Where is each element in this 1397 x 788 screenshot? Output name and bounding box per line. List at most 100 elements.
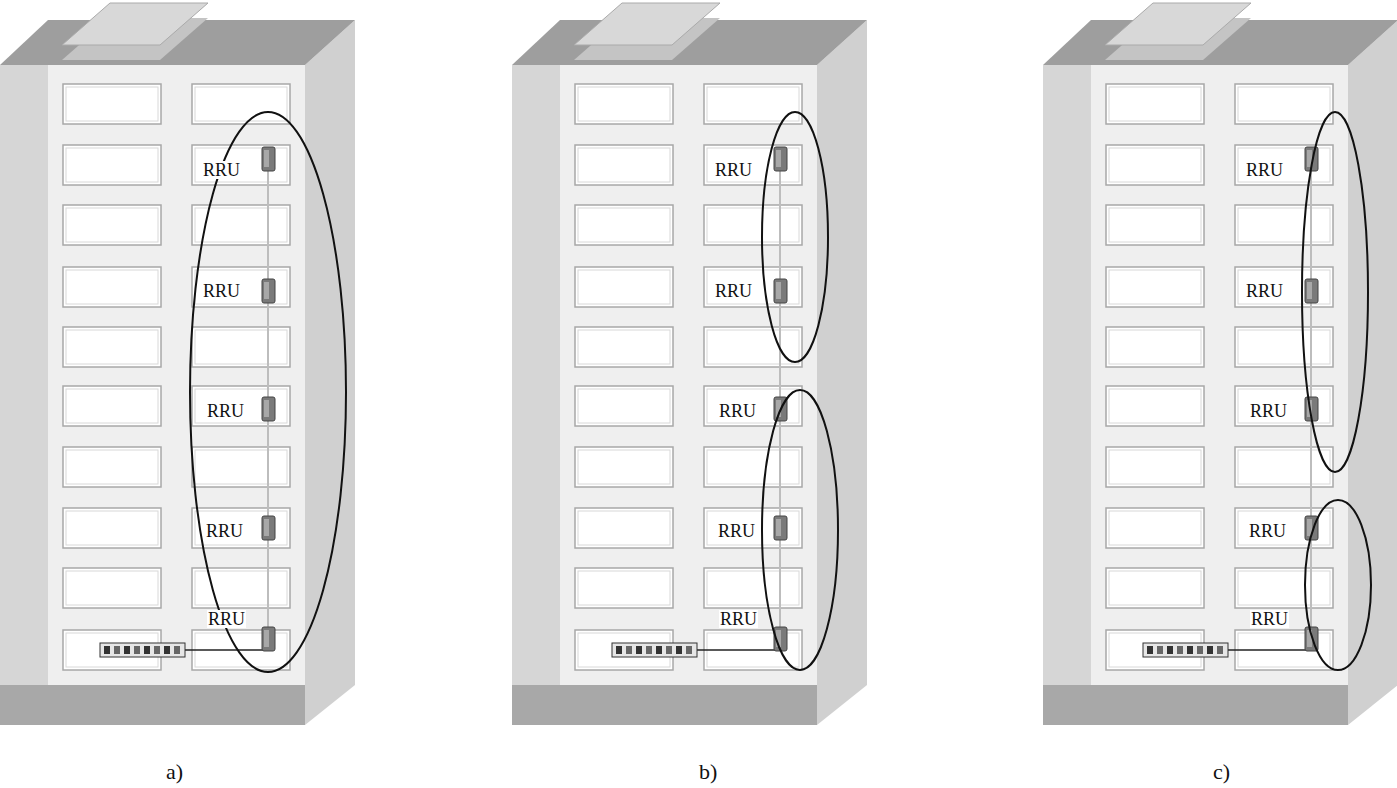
bbu-port (1167, 646, 1173, 654)
bbu-unit (612, 643, 697, 657)
building-right-face (305, 20, 355, 725)
building-left-face (512, 65, 560, 685)
window (1106, 267, 1204, 307)
window-inner (578, 389, 670, 423)
window-inner (1238, 330, 1330, 364)
window-inner (1109, 148, 1201, 182)
window (63, 205, 161, 245)
rru-label: RRU (718, 402, 757, 420)
bbu-port (164, 646, 170, 654)
bbu-link (1228, 649, 1308, 651)
window-inner (1238, 511, 1330, 545)
bbu-unit (1143, 643, 1228, 657)
window-inner (578, 87, 670, 121)
window-inner (66, 330, 158, 364)
bbu-port (676, 646, 682, 654)
rru-unit (774, 147, 787, 171)
panel-caption: b) (699, 761, 717, 783)
bbu-port (626, 646, 632, 654)
rru-label: RRU (205, 522, 244, 540)
window (1106, 84, 1204, 124)
window (575, 205, 673, 245)
window-inner (578, 511, 670, 545)
window (575, 145, 673, 185)
bbu-port (144, 646, 150, 654)
window (704, 508, 802, 548)
window (704, 205, 802, 245)
window-inner (1238, 389, 1330, 423)
window-inner (707, 571, 799, 605)
rru-label: RRU (202, 282, 241, 300)
window (575, 568, 673, 608)
rru-unit-face (264, 519, 269, 536)
rru-label: RRU (1248, 522, 1287, 540)
rru-unit-face (776, 150, 781, 167)
window (1235, 508, 1333, 548)
window (192, 145, 290, 185)
window (63, 84, 161, 124)
bbu-port (1207, 646, 1213, 654)
roof-box (1105, 3, 1251, 45)
window-inner (707, 389, 799, 423)
panel-caption: c) (1213, 761, 1230, 783)
window-inner (66, 511, 158, 545)
rru-unit-face (264, 282, 269, 299)
window (63, 267, 161, 307)
window-inner (1109, 571, 1201, 605)
rru-unit (262, 147, 275, 171)
window (1106, 145, 1204, 185)
roof-box (574, 3, 720, 45)
window (1106, 205, 1204, 245)
window (63, 568, 161, 608)
window-inner (578, 270, 670, 304)
bbu-port (1197, 646, 1203, 654)
window-inner (578, 571, 670, 605)
window (704, 447, 802, 487)
bbu-port (686, 646, 692, 654)
window (63, 508, 161, 548)
window (704, 84, 802, 124)
bbu-port (1157, 646, 1163, 654)
rru-unit (262, 397, 275, 421)
window-inner (578, 208, 670, 242)
rru-unit-face (264, 150, 269, 167)
window (575, 447, 673, 487)
panel-caption: a) (166, 761, 183, 783)
rru-label: RRU (1245, 161, 1284, 179)
window (704, 327, 802, 367)
window-inner (195, 511, 287, 545)
window-inner (195, 87, 287, 121)
bbu-unit (100, 643, 185, 657)
window-inner (707, 511, 799, 545)
window (575, 327, 673, 367)
window-inner (195, 389, 287, 423)
window-inner (195, 148, 287, 182)
rru-unit-face (264, 630, 269, 647)
bbu-port (1187, 646, 1193, 654)
window (704, 267, 802, 307)
window-inner (707, 270, 799, 304)
window (1235, 568, 1333, 608)
rru-label: RRU (1245, 282, 1284, 300)
bbu-port (124, 646, 130, 654)
bbu-port (174, 646, 180, 654)
window (192, 447, 290, 487)
bbu-port (1177, 646, 1183, 654)
window-inner (66, 208, 158, 242)
window-inner (66, 389, 158, 423)
window (63, 145, 161, 185)
window-inner (66, 571, 158, 605)
window (704, 568, 802, 608)
window (192, 568, 290, 608)
window (1235, 267, 1333, 307)
rru-label: RRU (717, 522, 756, 540)
coverage-ellipse (762, 390, 838, 670)
window-inner (195, 330, 287, 364)
window (192, 84, 290, 124)
rru-unit (774, 516, 787, 540)
window (1235, 205, 1333, 245)
window-inner (195, 450, 287, 484)
building-front-face (48, 65, 305, 685)
window-inner (1109, 511, 1201, 545)
